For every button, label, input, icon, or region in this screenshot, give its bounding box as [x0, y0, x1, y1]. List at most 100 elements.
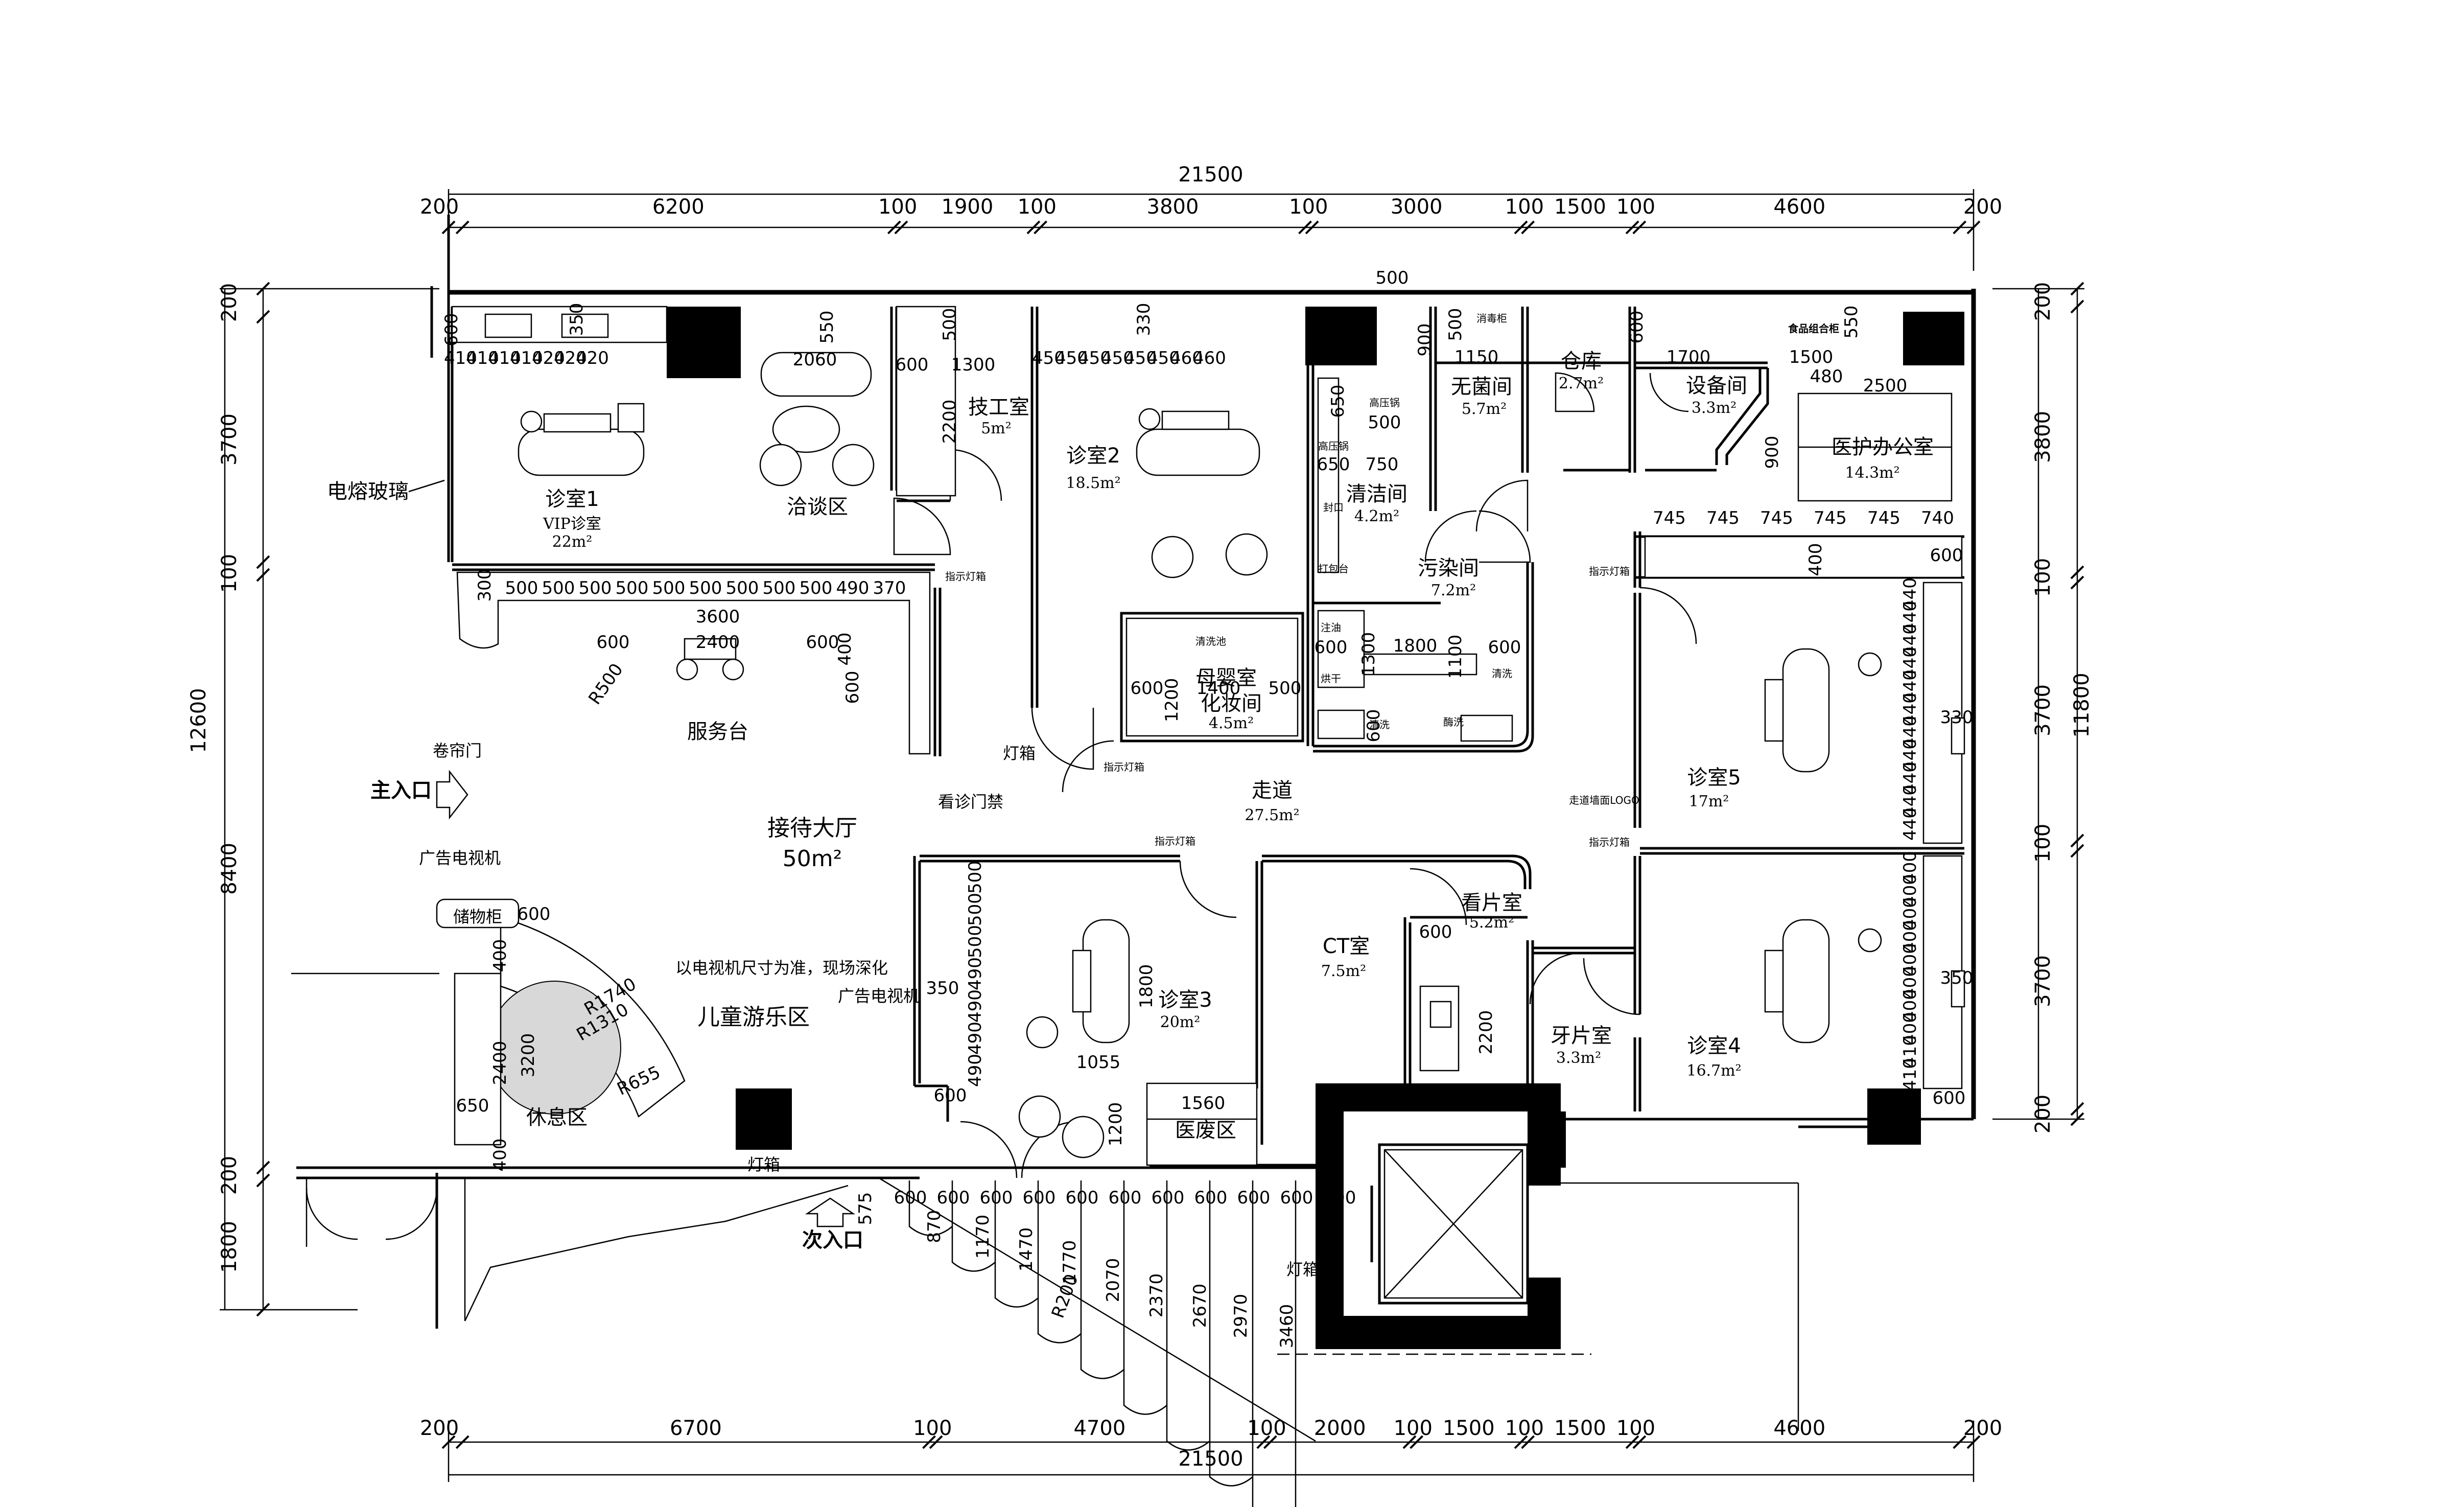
film-room-area: 5.2m²: [1469, 914, 1514, 932]
dim-misc: 550: [1841, 306, 1862, 339]
film-room-name: 看片室: [1461, 891, 1522, 915]
dental-chair-room5: [1764, 648, 1882, 773]
dim-room2-cabinet: 450: [1055, 348, 1088, 368]
dim-stair-depth: 2970: [1231, 1294, 1251, 1338]
storage-room-name: 仓库: [1561, 350, 1602, 373]
dim-misc: 500: [1269, 678, 1302, 699]
autoclave-label-2: 高压锅: [1318, 440, 1349, 452]
dim-room4-cabinet: 400: [1900, 943, 1920, 976]
dim-reception-cabinet: 500: [542, 578, 575, 598]
dim-bottom-segment: 200: [420, 1417, 459, 1440]
dim-reception-cabinet: 500: [505, 578, 538, 598]
dimension-tick: [2070, 1102, 2084, 1116]
room2-area: 18.5m²: [1066, 474, 1120, 492]
dim-reception-cabinet: 500: [652, 578, 686, 598]
dim-bottom-segment: 1500: [1443, 1417, 1495, 1440]
room1-area: 22m²: [552, 533, 593, 551]
dim-misc: 650: [1328, 385, 1348, 418]
dim-stair-depth: 2070: [1103, 1258, 1123, 1303]
stair-step: [908, 1180, 953, 1236]
dimension-tick: [894, 220, 908, 235]
dim-room5-cabinet: 440: [1900, 738, 1920, 772]
dim-misc: 2500: [1863, 376, 1908, 396]
dimension-tick: [1514, 220, 1528, 235]
hall-name: 接待大厅: [767, 815, 857, 841]
sign-light-2: 指示灯箱: [1104, 761, 1144, 773]
dental-chair-room3: [1026, 919, 1130, 1049]
dimension-tick: [1625, 1435, 1639, 1449]
dim-misc: 600: [1933, 1088, 1966, 1108]
dimension-tick: [1966, 220, 1981, 235]
dim-room4-cabinet: 400: [1900, 920, 1920, 953]
dim-bottom-segment: 100: [1505, 1417, 1544, 1440]
main-entry-label: 主入口: [370, 779, 432, 802]
dim-stair-depth: 1770: [1060, 1240, 1080, 1285]
dimension-tick: [256, 555, 270, 569]
dim-top-segment: 200: [1963, 195, 2002, 219]
dimension-tick: [922, 1435, 936, 1449]
dirty-room-name: 污染间: [1418, 557, 1479, 580]
tech-room-name: 技工室: [968, 396, 1029, 419]
dim-top-segment: 1900: [942, 195, 994, 219]
equip-room-area: 3.3m²: [1692, 399, 1736, 417]
dim-misc: 900: [1415, 323, 1435, 357]
dim-bottom-segment: 100: [913, 1417, 952, 1440]
dim-stair-width: 300: [1323, 1188, 1356, 1208]
dimension-tick: [1034, 220, 1047, 235]
autoclave-label-1: 高压锅: [1369, 397, 1400, 409]
dimension-tick: [1298, 220, 1312, 235]
dirty-room-area: 7.2m²: [1431, 582, 1476, 599]
dim-room3-cabinet: 500: [965, 861, 985, 894]
dim-room5-cabinet: 440: [1900, 807, 1920, 841]
tv-size-note: 以电视机尺寸为准，现场深化: [675, 958, 888, 978]
dim-misc: 1150: [1454, 347, 1499, 367]
dim-top-segment: 4600: [1773, 195, 1825, 219]
dim-top-segment: 200: [420, 195, 459, 219]
dimension-tick: [1521, 220, 1535, 235]
corridor-logo-label: 走道墙面LOGO: [1569, 794, 1639, 806]
dim-office-cabinet: 745: [1760, 508, 1793, 528]
wash-label-2: 清洗: [1492, 667, 1512, 680]
dim-room5-cabinet: 440: [1900, 784, 1920, 818]
dim-room5-cabinet: 440: [1900, 669, 1920, 703]
dimension-tick: [1256, 1435, 1271, 1449]
dim-bottom-segment: 2000: [1314, 1417, 1366, 1440]
dim-stair-width: 600: [1023, 1188, 1056, 1208]
service-desk-name: 服务台: [687, 720, 748, 744]
dim-misc: 1700: [1667, 347, 1711, 367]
lightbox-label-3: 灯箱: [1286, 1260, 1319, 1279]
dim-room3-cabinet: 490: [965, 1054, 985, 1087]
dim-room2-cabinet: 450: [1124, 348, 1157, 368]
room5-area: 17m²: [1689, 793, 1729, 810]
dim-room1-cabinet: 410: [488, 348, 521, 368]
seal-label: 封口: [1323, 501, 1344, 514]
dim-bottom-segment: 4600: [1773, 1417, 1825, 1440]
stair-step: [1037, 1180, 1082, 1343]
dimension-tick: [2070, 833, 2084, 848]
dimension-tick: [1953, 1435, 1967, 1449]
dim-misc: 1400: [1196, 678, 1241, 699]
dim-misc: 2200: [940, 400, 960, 444]
dim-top-small: 500: [1376, 268, 1409, 288]
dim-total-top: 21500: [1178, 163, 1243, 187]
dim-reception-cabinet: 500: [726, 578, 759, 598]
interior-walls: [452, 307, 1964, 1442]
dim-misc: 650: [456, 1096, 489, 1116]
dim-misc: 1800: [1136, 964, 1157, 1009]
dim-left-6: 200: [218, 1156, 241, 1195]
dim-reception-cabinet: 500: [616, 578, 649, 598]
dim-misc: 400: [490, 1139, 510, 1172]
dim-room3-cabinet: 500: [965, 893, 985, 926]
dim-office-cabinet: 745: [1814, 508, 1847, 528]
dim-misc: 2400: [490, 1041, 510, 1085]
dim-room5-cabinet: 440: [1900, 577, 1920, 611]
dim-stair-width: 600: [1152, 1188, 1185, 1208]
dim-stair-width: 600: [1194, 1188, 1228, 1208]
dimension-tick: [2070, 565, 2084, 579]
dim-misc: 480: [1810, 366, 1843, 387]
dim-misc: 500: [1368, 412, 1401, 433]
mother-room-area: 4.5m²: [1209, 714, 1254, 732]
dimension-tick: [455, 1435, 470, 1449]
dim-room4-cabinet: 400: [1900, 1012, 1920, 1045]
dim-right-4: 3700: [2031, 684, 2055, 736]
